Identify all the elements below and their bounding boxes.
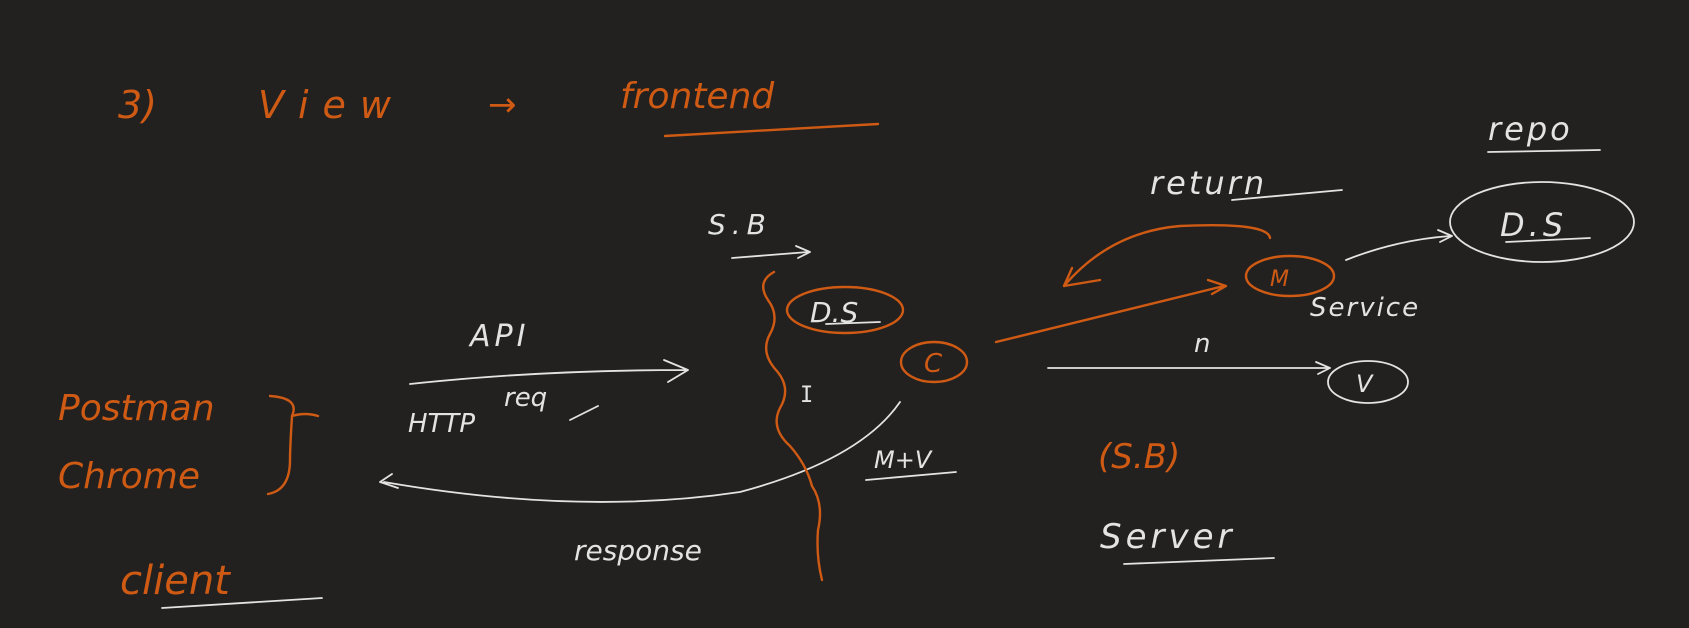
label-repo: repo (1488, 110, 1573, 148)
label-client: client (120, 558, 231, 604)
label-v-node: V (1356, 370, 1374, 398)
mv-underline (865, 471, 957, 481)
response-arrow (379, 401, 901, 503)
label-sb-paren: (S.B) (1098, 437, 1180, 477)
heading-arrow: → (488, 85, 517, 125)
sb-arrow (731, 245, 811, 259)
client-brace (266, 394, 320, 496)
label-server: Server (1100, 517, 1236, 557)
v-node-circle (1327, 360, 1409, 404)
label-req: req (504, 383, 547, 413)
server-boundary-line (762, 270, 824, 582)
label-ds-repo: D.S (1500, 206, 1567, 244)
frontend-underline (663, 122, 880, 138)
m-node-circle (1244, 254, 1336, 298)
client-underline (161, 597, 323, 609)
c-node-circle (899, 340, 969, 384)
label-mv: M+V (874, 446, 933, 474)
c-to-m-arrow (994, 278, 1228, 344)
request-arrow (409, 359, 689, 385)
label-response: response (574, 534, 702, 567)
label-service: Service (1310, 293, 1420, 323)
n-to-v-arrow (1047, 361, 1331, 375)
req-tail (569, 405, 599, 421)
ds-center-underline (825, 321, 881, 325)
server-underline (1123, 557, 1275, 565)
repo-underline (1487, 149, 1601, 153)
label-m-node: M (1270, 267, 1289, 292)
ds-center-circle (785, 285, 905, 335)
label-api: API (468, 319, 529, 354)
label-c-node: C (924, 349, 943, 379)
return-arrow (1062, 224, 1272, 288)
heading-view: View (258, 83, 405, 127)
label-postman: Postman (58, 388, 215, 429)
label-n: n (1194, 329, 1210, 359)
label-sb-top: S.B (708, 208, 772, 241)
return-underline (1231, 189, 1343, 201)
label-chrome: Chrome (58, 456, 200, 497)
label-http: HTTP (408, 409, 475, 439)
heading-frontend: frontend (620, 76, 775, 117)
heading-number: 3) (118, 83, 157, 127)
label-return: return (1150, 164, 1267, 202)
ds-repo-underline (1505, 237, 1591, 243)
ds-repo-circle (1449, 181, 1635, 263)
text-cursor-icon: I (800, 383, 813, 408)
m-to-repo-line (1345, 229, 1453, 261)
